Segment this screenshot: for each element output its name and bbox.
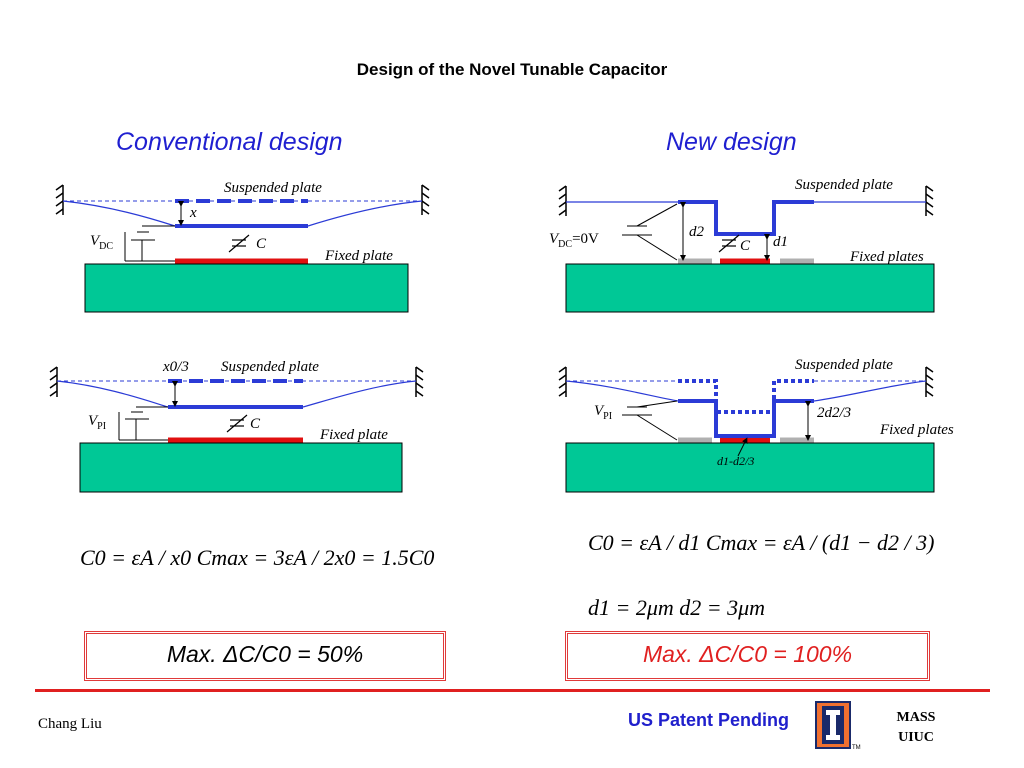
author: Chang Liu: [38, 716, 102, 732]
initial-plate-dotted: [678, 379, 814, 414]
left-equations: C0 = εA / x0 Cmax = 3εA / 2x0 = 1.5C0: [80, 545, 435, 570]
anchor-right: [925, 185, 934, 216]
v-dc-label: VDC: [90, 233, 114, 252]
trademark-mark: TM: [852, 745, 861, 751]
voltage-source: [124, 225, 175, 262]
v-pi-label: VPI: [88, 413, 107, 432]
suspended-plate-label: Suspended plate: [224, 180, 322, 196]
new-design-heading: New design: [666, 128, 797, 156]
d1-d2-3-pointer: [737, 437, 748, 457]
anchor-left: [558, 366, 567, 397]
right-equations-2: d1 = 2μm d2 = 3μm: [588, 595, 766, 620]
x0-3-label: x0/3: [163, 359, 189, 375]
new-pullin-diagram: [558, 366, 935, 493]
c-label: C: [740, 238, 751, 254]
anchor-left: [558, 185, 567, 216]
result-box-left: Max. ΔC/C0 = 50%: [84, 631, 446, 681]
anchor-right: [925, 366, 934, 397]
result-box-right: Max. ΔC/C0 = 100%: [565, 631, 930, 681]
suspended-plate-label: Suspended plate: [795, 357, 893, 373]
conventional-initial-diagram: [55, 184, 430, 313]
suspended-plate-label: Suspended plate: [795, 177, 893, 193]
deflected-beam: [62, 200, 423, 227]
variable-capacitor-symbol: [718, 234, 740, 253]
x-label: x: [190, 205, 197, 221]
d1-d2-3-label: d1-d2/3: [717, 454, 755, 468]
capacitor-diagrams: [49, 184, 935, 493]
page-title: Design of the Novel Tunable Capacitor: [356, 60, 668, 79]
voltage-source: [118, 406, 168, 441]
two-d2-3-label: 2d2/3: [817, 405, 852, 421]
anchor-right: [421, 184, 430, 215]
c-label: C: [256, 236, 267, 252]
conventional-pullin-diagram: [49, 366, 424, 493]
v-dc-0v-label: VDC=0V: [549, 231, 599, 250]
fixed-plate-label: Fixed plate: [320, 427, 388, 443]
v-pi-label: VPI: [594, 403, 613, 422]
substrate: [79, 442, 403, 493]
c-label: C: [250, 416, 261, 432]
patent-notice: US Patent Pending: [628, 710, 790, 730]
variable-capacitor-symbol: [228, 234, 250, 253]
fixed-plates-label: Fixed plates: [880, 422, 954, 438]
voltage-source: [622, 400, 678, 441]
suspended-plate-label: Suspended plate: [221, 359, 319, 375]
right-equations-1: C0 = εA / d1 Cmax = εA / (d1 − d2 / 3): [588, 530, 935, 555]
fixed-plates-label: Fixed plates: [850, 249, 924, 265]
fixed-plate-label: Fixed plate: [325, 248, 393, 264]
substrate: [565, 263, 935, 313]
result-left-text: Max. ΔC/C0 = 50%: [166, 641, 364, 667]
stepped-suspended-plate: [678, 200, 814, 236]
anchor-left: [49, 366, 58, 397]
voltage-source: [622, 203, 678, 261]
new-initial-diagram: [558, 185, 935, 313]
anchor-right: [415, 366, 424, 397]
substrate: [84, 263, 409, 313]
d2-label: d2: [689, 224, 704, 240]
footer-rule: [35, 689, 990, 692]
d1-label: d1: [773, 234, 788, 250]
conventional-design-heading: Conventional design: [116, 128, 343, 156]
stepped-suspended-plate: [678, 399, 814, 438]
lab-name: MASS UIUC: [896, 710, 936, 745]
substrate: [565, 442, 935, 493]
variable-capacitor-symbol: [226, 414, 248, 433]
anchor-left: [55, 184, 64, 215]
university-logo: TM: [815, 701, 861, 751]
result-right-text: Max. ΔC/C0 = 100%: [642, 641, 853, 667]
